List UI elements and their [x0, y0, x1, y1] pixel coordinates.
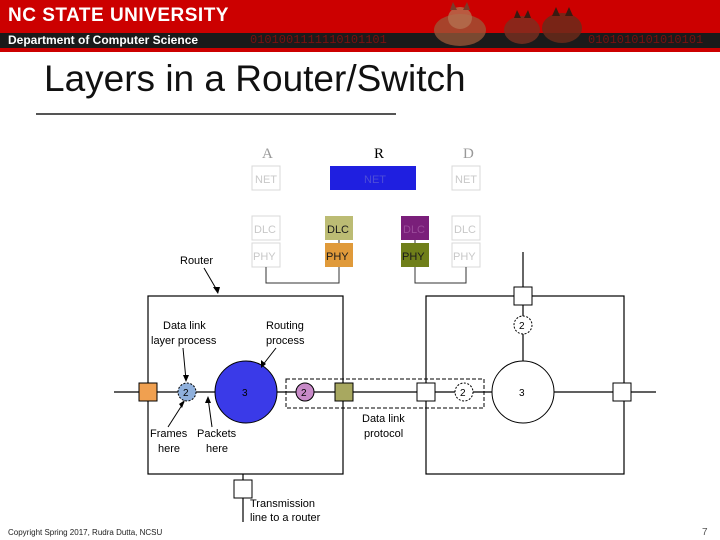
phy-r-left-label: PHY: [326, 251, 349, 263]
dlc-d-label: DLC: [454, 224, 476, 236]
neighbor-dl-circle: [454, 382, 474, 402]
routing-process-number: 3: [242, 388, 248, 399]
packets-label-line1: Packets: [197, 428, 237, 440]
data-link-process-circle: [177, 382, 197, 402]
frames-arrowhead: [179, 400, 185, 408]
title-underline: [36, 113, 396, 115]
wolf-mascot-icon: [434, 2, 486, 46]
department-bar: [0, 33, 720, 48]
routing-arrowhead: [261, 360, 266, 368]
routing-process-circle: [214, 360, 278, 424]
data-link-protocol-box: [285, 378, 485, 409]
link-a-to-r: [265, 267, 340, 284]
department-name: Department of Computer Science: [8, 33, 199, 47]
frames-label-line1: Frames: [150, 428, 188, 440]
neighbor-dl-number: 2: [460, 388, 466, 399]
dlc-r-right-label: DLC: [403, 224, 425, 236]
copyright-footer: Copyright Spring 2017, Rudra Dutta, NCSU: [8, 528, 163, 537]
binary-pattern-left: 0101001111110101101: [250, 33, 387, 47]
net-a-box: [251, 165, 281, 191]
router-dl-circle-right: [295, 382, 315, 402]
node-a-label: A: [262, 146, 273, 162]
dl-process-label-line2: layer process: [151, 335, 217, 347]
net-d-label: NET: [455, 174, 477, 186]
binary-pattern-right: 0101010101010101: [588, 33, 704, 47]
protocol-label-line2: protocol: [364, 428, 403, 440]
router-port-right: [334, 382, 354, 402]
link-r-to-d: [414, 267, 467, 284]
phy-d-label: PHY: [453, 251, 476, 263]
phy-a-label: PHY: [253, 251, 276, 263]
dlc-d-box: [451, 215, 481, 241]
router-arrowhead: [213, 287, 220, 294]
frames-label-line2: here: [158, 443, 180, 455]
router-port-bottom: [233, 479, 253, 499]
neighbor-port-right: [612, 382, 632, 402]
neighbor-routing-number: 3: [519, 388, 525, 399]
net-r-label: NET: [364, 174, 386, 186]
slide-title: Layers in a Router/Switch: [44, 58, 466, 99]
router-figure: [114, 252, 656, 522]
transmission-label-line2: line to a router: [250, 512, 321, 524]
dl-process-number: 2: [183, 388, 189, 399]
left-port-box: [138, 382, 158, 402]
wolf-pack-icon: [504, 7, 582, 44]
net-a-label: NET: [255, 174, 277, 186]
routing-label-line2: process: [266, 335, 305, 347]
packets-label-line2: here: [206, 443, 228, 455]
routing-label-line1: Routing: [266, 320, 304, 332]
router-dl-number-right: 2: [301, 388, 307, 399]
dlc-r-right-box: [401, 216, 429, 240]
neighbor-dl-circle-top: [513, 315, 533, 335]
neighbor-port-left: [416, 382, 436, 402]
dl-process-label-line1: Data link: [163, 320, 206, 332]
dlc-r-left-box: [325, 216, 353, 240]
node-d-label: D: [463, 146, 474, 162]
net-d-box: [451, 165, 481, 191]
phy-d-box: [451, 242, 481, 268]
dlc-a-box: [251, 215, 281, 241]
phy-r-left-box: [325, 243, 353, 267]
dlc-a-label: DLC: [254, 224, 276, 236]
transmission-label-line1: Transmission: [250, 498, 315, 510]
university-banner: NC STATE UNIVERSITY Department of Comput…: [0, 0, 720, 52]
neighbor-dl-number-top: 2: [519, 321, 525, 332]
neighbor-port-top: [513, 286, 533, 306]
dl-process-arrow: [182, 347, 187, 381]
protocol-label-line1: Data link: [362, 413, 405, 425]
packets-arrowhead: [205, 396, 211, 403]
node-r-label: R: [374, 146, 384, 162]
router-label: Router: [180, 255, 213, 267]
page-number: 7: [702, 527, 708, 538]
phy-r-right-box: [401, 243, 429, 267]
net-r-box: [330, 166, 416, 190]
university-logo: NC STATE UNIVERSITY: [8, 5, 229, 26]
dlc-r-left-label: DLC: [327, 224, 349, 236]
phy-r-right-label: PHY: [402, 251, 425, 263]
dl-process-arrowhead: [183, 375, 189, 382]
